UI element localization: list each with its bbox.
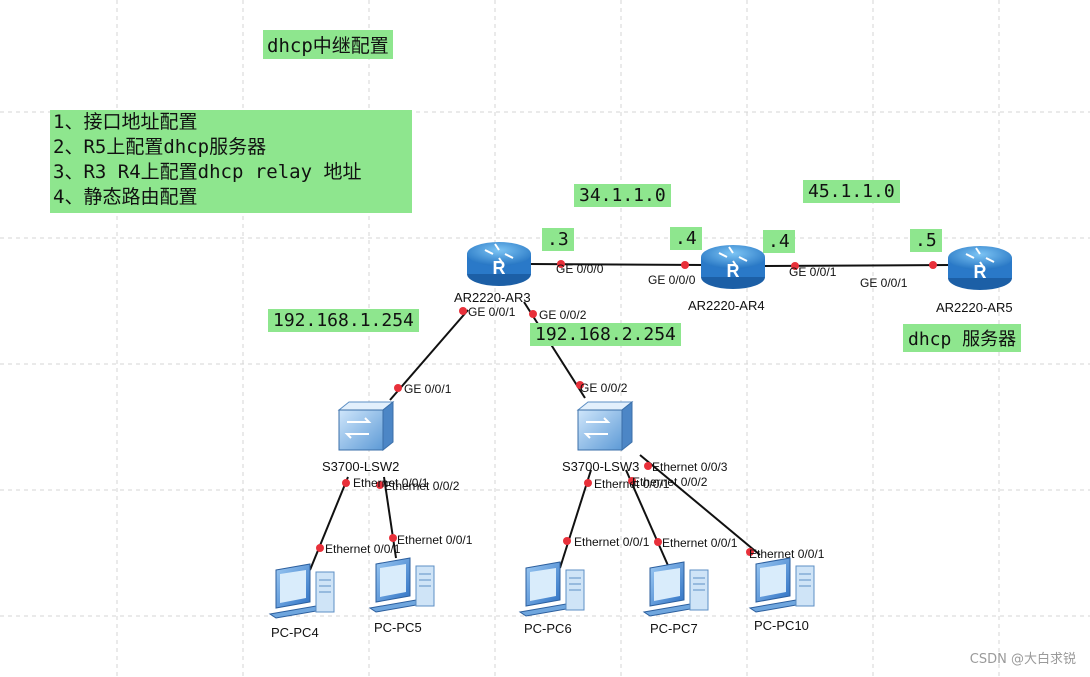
port-dot: [316, 544, 324, 552]
device-label-pc7: PC-PC7: [650, 621, 698, 636]
pc-pc10[interactable]: [749, 557, 815, 613]
port-dot: [557, 260, 565, 268]
pc-pc5[interactable]: [369, 557, 435, 613]
device-label-pc5: PC-PC5: [374, 620, 422, 635]
device-label-pc6: PC-PC6: [524, 621, 572, 636]
link-lsw3-pc7: [625, 469, 671, 571]
port-label: GE 0/0/2: [580, 381, 628, 395]
dhcp-server-label: dhcp 服务器: [903, 324, 1022, 352]
port-dot: [563, 537, 571, 545]
host-id-ar3: .3: [542, 228, 574, 251]
device-label-lsw2: S3700-LSW2: [322, 459, 400, 474]
switch-lsw3[interactable]: [577, 401, 633, 451]
link-ar3-lsw2: [389, 309, 469, 401]
port-dot: [654, 538, 662, 546]
router-ar4[interactable]: [700, 244, 766, 290]
port-dot: [342, 479, 350, 487]
device-label-ar3: AR2220-AR3: [454, 290, 531, 305]
port-label: Ethernet 0/0/1: [662, 536, 738, 550]
port-label: Ethernet 0/0/1: [325, 542, 401, 556]
link-lsw2-pc5: [383, 476, 397, 559]
port-dot: [529, 310, 537, 318]
port-label: GE 0/0/0: [556, 262, 604, 276]
port-dot: [576, 381, 584, 389]
router-ar5[interactable]: [947, 245, 1013, 291]
port-dot: [791, 262, 799, 270]
page-title: dhcp中继配置: [263, 30, 393, 59]
network-label-192-2: 192.168.2.254: [530, 323, 681, 346]
port-dot: [394, 384, 402, 392]
port-label: Ethernet 0/0/2: [384, 479, 460, 493]
port-label: Ethernet 0/0/1: [574, 535, 650, 549]
port-dot: [389, 534, 397, 542]
port-label: GE 0/0/1: [404, 382, 452, 396]
port-dot: [584, 479, 592, 487]
pc-pc7[interactable]: [643, 561, 709, 617]
port-dots: [316, 260, 937, 556]
port-dot: [644, 462, 652, 470]
router-ar3[interactable]: [466, 241, 532, 287]
host-id-ar5: .5: [910, 229, 942, 252]
port-label: Ethernet 0/0/2: [632, 475, 708, 489]
step-item: 2、R5上配置dhcp服务器: [53, 136, 267, 158]
network-label-34: 34.1.1.0: [574, 184, 671, 207]
switch-lsw2[interactable]: [338, 401, 394, 451]
pc-pc6[interactable]: [519, 561, 585, 617]
pc-pc4[interactable]: [269, 563, 335, 619]
port-label: GE 0/0/1: [860, 276, 908, 290]
step-item: 3、R3 R4上配置dhcp relay 地址: [53, 161, 362, 183]
host-id-ar4-left: .4: [670, 227, 702, 250]
device-label-pc4: PC-PC4: [271, 625, 319, 640]
link-ar3-lsw3: [523, 301, 586, 399]
device-label-ar4: AR2220-AR4: [688, 298, 765, 313]
port-dot: [746, 548, 754, 556]
port-label: Ethernet 0/0/1: [594, 477, 670, 491]
steps-list: 1、接口地址配置 2、R5上配置dhcp服务器 3、R3 R4上配置dhcp r…: [50, 110, 412, 213]
port-label: Ethernet 0/0/3: [652, 460, 728, 474]
step-item: 4、静态路由配置: [53, 186, 198, 208]
port-label: Ethernet 0/0/1: [397, 533, 473, 547]
links: [309, 263, 951, 571]
device-label-lsw3: S3700-LSW3: [562, 459, 640, 474]
port-label: GE 0/0/1: [789, 265, 837, 279]
port-dot: [681, 261, 689, 269]
port-label: Ethernet 0/0/1: [353, 476, 429, 490]
host-id-ar4-right: .4: [763, 230, 795, 253]
port-label: GE 0/0/1: [468, 305, 516, 319]
link-lsw3-pc10: [639, 454, 761, 556]
port-label: Ethernet 0/0/1: [749, 547, 825, 561]
port-dot: [376, 481, 384, 489]
network-label-192-1: 192.168.1.254: [268, 309, 419, 332]
port-dot: [929, 261, 937, 269]
device-label-ar5: AR2220-AR5: [936, 300, 1013, 315]
watermark: CSDN @大白求锐: [969, 652, 1076, 667]
step-item: 1、接口地址配置: [53, 111, 198, 133]
port-dot: [628, 477, 636, 485]
port-dot: [459, 307, 467, 315]
port-label: GE 0/0/0: [648, 273, 696, 287]
port-label: GE 0/0/2: [539, 308, 587, 322]
network-label-45: 45.1.1.0: [803, 180, 900, 203]
device-label-pc10: PC-PC10: [754, 618, 809, 633]
link-lsw2-pc4: [309, 476, 349, 571]
